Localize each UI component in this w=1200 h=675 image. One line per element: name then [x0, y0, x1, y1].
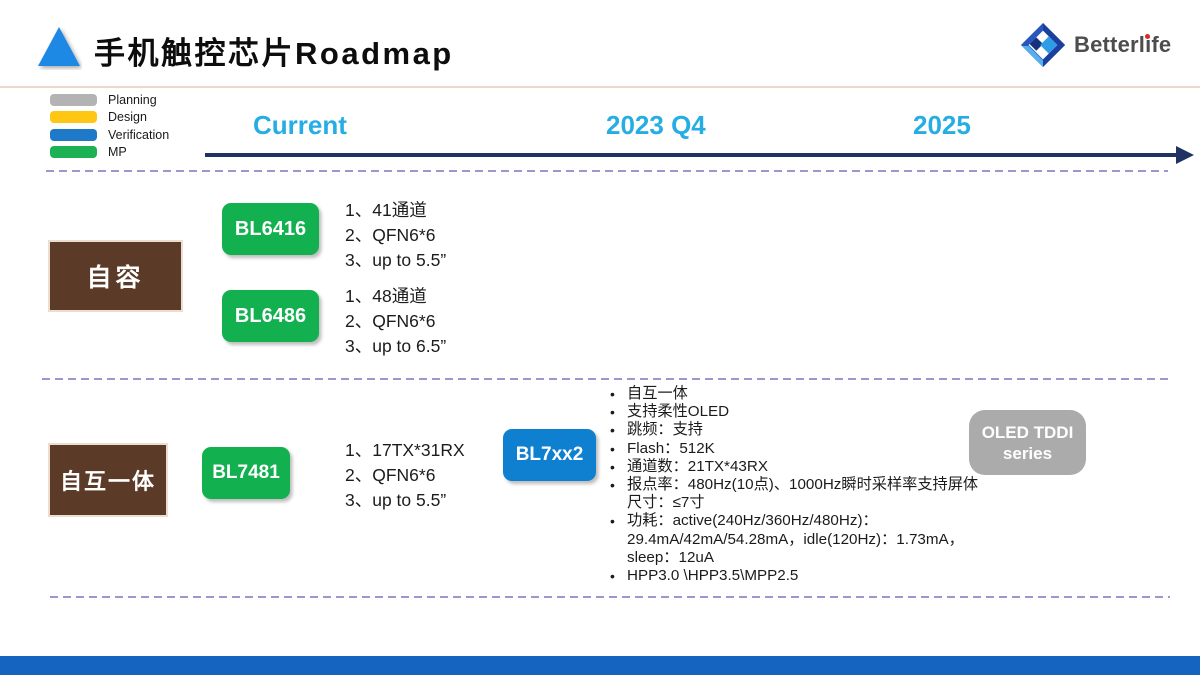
dashed-separator-bottom [50, 596, 1170, 598]
feature-line: • sleep：12uA [627, 548, 714, 566]
status-legend: Planning Design Verification MP [50, 93, 169, 163]
spec-line: 2、QFN6*6 [345, 465, 436, 485]
chip-bl6416: BL6416 [222, 203, 319, 255]
header-divider [0, 86, 1200, 88]
spec-line: 3、up to 5.5” [345, 490, 447, 510]
footer-accent-bar [0, 656, 1200, 675]
spec-line: 1、48通道 [345, 286, 427, 306]
bullet-icon: • [610, 568, 615, 585]
feature-line: • 支持柔性OLED [610, 403, 730, 421]
legend-label: Verification [108, 127, 170, 142]
feature-line: • 功耗：active(240Hz/360Hz/480Hz)： [610, 512, 878, 530]
logo-diamond-icon [1020, 22, 1066, 68]
spec-line: 3、up to 5.5” [345, 250, 447, 270]
bullet-icon: • [610, 386, 615, 402]
chip-bl6486-specs: 1、48通道 2、QFN6*6 3、up to 6.5” [345, 284, 446, 359]
chip-oled-tddi-series: OLED TDDI series [969, 410, 1086, 475]
timeline-label-2023q4: 2023 Q4 [606, 110, 706, 140]
spec-line: 2、QFN6*6 [345, 311, 436, 331]
chip-bl7xx2: BL7xx2 [503, 429, 596, 481]
legend-label: Design [108, 110, 147, 124]
feature-line: • 通道数：21TX*43RX [610, 457, 768, 475]
betterlife-logo: Betterlife [1020, 22, 1171, 68]
logo-text: Betterlife [1074, 32, 1172, 57]
spec-line: 1、41通道 [345, 200, 427, 220]
bullet-icon: • [610, 404, 615, 421]
dashed-separator-top [46, 170, 1168, 172]
dashed-separator-middle [42, 378, 1172, 380]
chip-bl7481-specs: 1、17TX*31RX 2、QFN6*6 3、up to 5.5” [345, 438, 465, 513]
feature-line: • 自互一体 [610, 385, 688, 402]
legend-label: MP [108, 145, 127, 159]
timeline-axis [205, 153, 1178, 157]
chip-bl6486: BL6486 [222, 290, 319, 342]
bullet-icon: • [610, 422, 615, 439]
triangle-bullet-icon [38, 27, 80, 66]
legend-item: Design [50, 110, 169, 124]
chip-bl6416-specs: 1、41通道 2、QFN6*6 3、up to 5.5” [345, 198, 446, 273]
spec-line: 2、QFN6*6 [345, 225, 436, 245]
bullet-icon: • [610, 477, 615, 494]
feature-line: • Flash：512K [610, 439, 715, 457]
feature-line: • 29.4mA/42mA/54.28mA，idle(120Hz)：1.73mA… [627, 530, 964, 548]
feature-line: • HPP3.0 \HPP3.5\MPP2.5 [610, 567, 799, 585]
timeline-label-2025: 2025 [913, 110, 971, 140]
legend-label: Planning [108, 92, 157, 107]
legend-item: Verification [50, 127, 170, 142]
feature-line: • 跳频：支持 [610, 421, 703, 439]
legend-color-chip [50, 128, 97, 141]
category-box-self-capacitance: 自容 [48, 240, 183, 312]
page-title: 手机触控芯片Roadmap [94, 36, 454, 71]
legend-item: MP [50, 145, 169, 159]
bullet-icon: • [610, 458, 615, 475]
legend-color-chip [50, 111, 97, 123]
timeline-label-current: Current [253, 110, 347, 140]
feature-line: • 尺寸：≤7寸 [627, 494, 705, 512]
chip-bl7481: BL7481 [202, 447, 290, 499]
spec-line: 1、17TX*31RX [345, 440, 465, 460]
logo-red-dot [1145, 34, 1150, 39]
chip-bl7xx2-features: • 自互一体 • 支持柔性OLED • 跳频：支持 • Flash：512K •… [610, 385, 1030, 585]
bullet-icon: • [610, 440, 615, 457]
bullet-icon: • [610, 513, 615, 530]
timeline-arrowhead-icon [1176, 146, 1194, 164]
feature-line: • 报点率：480Hz(10点)、1000Hz瞬时采样率支持屏体 [610, 476, 979, 494]
category-box-self-mutual: 自互一体 [48, 443, 168, 517]
legend-item: Planning [50, 92, 169, 107]
spec-line: 3、up to 6.5” [345, 336, 447, 356]
legend-color-chip [50, 93, 97, 106]
legend-color-chip [50, 146, 97, 158]
